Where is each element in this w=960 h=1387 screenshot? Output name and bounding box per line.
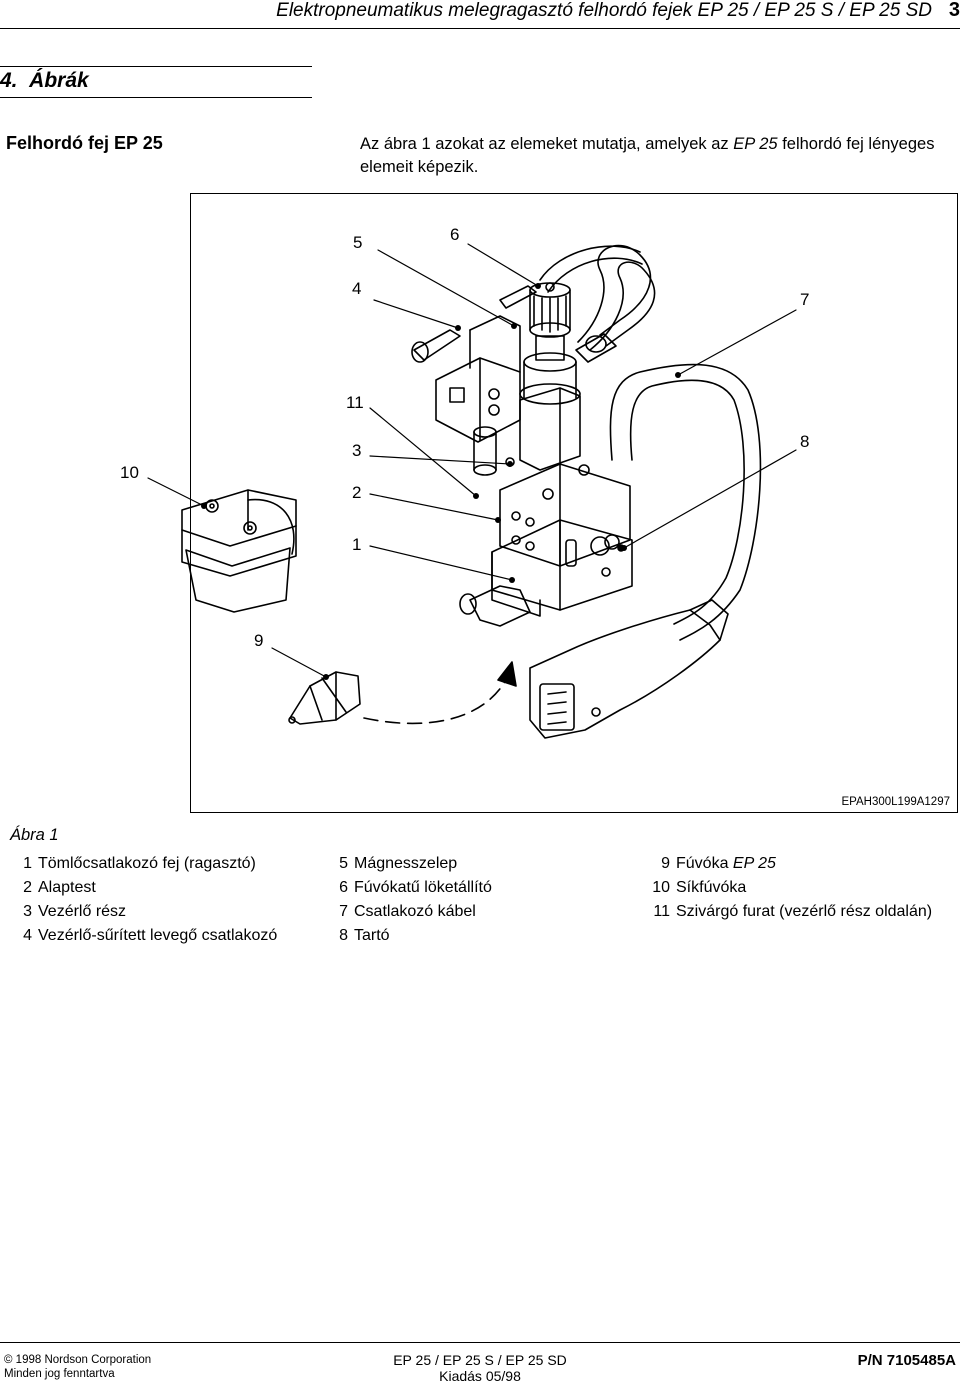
valve-assembly-drawing bbox=[411, 282, 633, 627]
nozzle-drawing bbox=[288, 671, 361, 725]
callout-7: 7 bbox=[800, 290, 809, 309]
footer-center: EP 25 / EP 25 S / EP 25 SD Kiadás 05/98 bbox=[0, 1352, 960, 1384]
running-header-title: Elektropneumatikus melegragasztó felhord… bbox=[276, 0, 932, 21]
callout-4: 4 bbox=[352, 279, 361, 298]
intro-model-emphasis: EP 25 bbox=[733, 135, 778, 153]
callout-2: 2 bbox=[352, 483, 361, 502]
callout-9: 9 bbox=[254, 631, 263, 650]
callout-5: 5 bbox=[353, 233, 362, 252]
section-rule-bottom bbox=[0, 97, 312, 98]
figure-illustration: 5 6 4 7 11 3 8 10 2 1 9 bbox=[120, 225, 809, 739]
footer-edition: Kiadás 05/98 bbox=[439, 1368, 521, 1384]
section-rule-top bbox=[0, 66, 312, 67]
figure-frame bbox=[190, 193, 958, 813]
intro-text-start: Az ábra 1 azokat az elemeket mutatja, am… bbox=[360, 135, 734, 153]
callout-1: 1 bbox=[352, 535, 361, 554]
footer-part-number: P/N 7105485A bbox=[857, 1352, 956, 1369]
callout-11: 11 bbox=[346, 393, 364, 412]
plug-connector-drawing bbox=[529, 599, 729, 739]
subsection-title: Felhordó fej EP 25 bbox=[6, 133, 163, 153]
page-number: 3 bbox=[948, 0, 960, 21]
callout-8: 8 bbox=[800, 432, 809, 451]
leader-dots bbox=[201, 283, 681, 680]
callout-6: 6 bbox=[450, 225, 459, 244]
cable-drawing bbox=[539, 244, 762, 641]
footer-copyright-line-2: Minden jog fenntartva bbox=[4, 1368, 115, 1380]
footer-rule bbox=[0, 1342, 960, 1343]
figure-caption: Ábra 1 bbox=[10, 826, 59, 844]
flat-nozzle-drawing bbox=[181, 489, 297, 613]
footer-copyright-line-1: © 1998 Nordson Corporation bbox=[4, 1354, 152, 1366]
assembly-arrow bbox=[363, 679, 507, 725]
footer-product-line: EP 25 / EP 25 S / EP 25 SD bbox=[393, 1352, 567, 1368]
figure-code: EPAH300L199A1297 bbox=[841, 796, 951, 808]
section-title: 4. Ábrák bbox=[0, 69, 89, 92]
leader-lines bbox=[147, 243, 797, 678]
callout-3: 3 bbox=[352, 441, 361, 460]
assembly-arrowhead bbox=[497, 661, 517, 687]
footer-copyright: © 1998 Nordson Corporation Minden jog fe… bbox=[4, 1353, 151, 1381]
intro-text-end: felhordó fej lényeges elemeit képezik. bbox=[360, 135, 935, 176]
header-rule bbox=[0, 28, 960, 29]
intro-paragraph: Az ábra 1 azokat az elemeket mutatja, am… bbox=[360, 133, 940, 179]
callout-10: 10 bbox=[120, 463, 139, 482]
